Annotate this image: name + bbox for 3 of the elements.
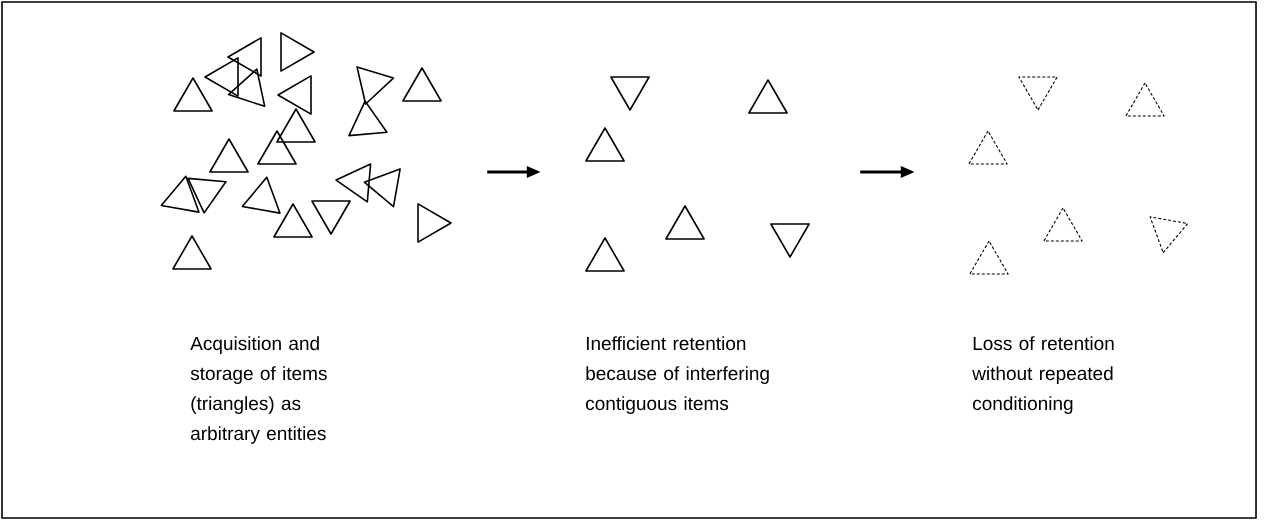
node-label: Acquisition and storage of items (triangles) as arbitrary entities: [190, 336, 327, 444]
node-label: Loss of retention without repeated conditioning: [972, 336, 1114, 414]
node-label: Inefficient retention because of interfering contiguous items: [586, 336, 769, 414]
